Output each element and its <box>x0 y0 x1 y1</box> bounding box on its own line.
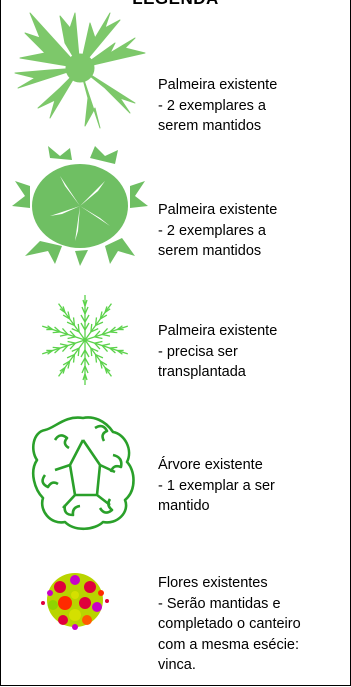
legend-label-5: Flores existentes - Serão mantidas e com… <box>158 575 301 673</box>
star-palm-icon <box>40 295 130 386</box>
bushy-palm-icon <box>12 146 148 266</box>
palm-tree-icon <box>14 12 146 129</box>
legend-label-1: Palmeira existente - 2 exemplares a sere… <box>158 77 278 134</box>
flowers-icon <box>41 573 109 630</box>
tree-outline-icon <box>31 416 135 531</box>
legend-label-4: Árvore existente - 1 exemplar a ser mant… <box>158 457 275 514</box>
legend-label-3: Palmeira existente - precisa ser transpl… <box>158 323 278 380</box>
legend-title: LEGENDA <box>0 0 351 9</box>
legend-label-2: Palmeira existente - 2 exemplares a sere… <box>158 202 278 259</box>
